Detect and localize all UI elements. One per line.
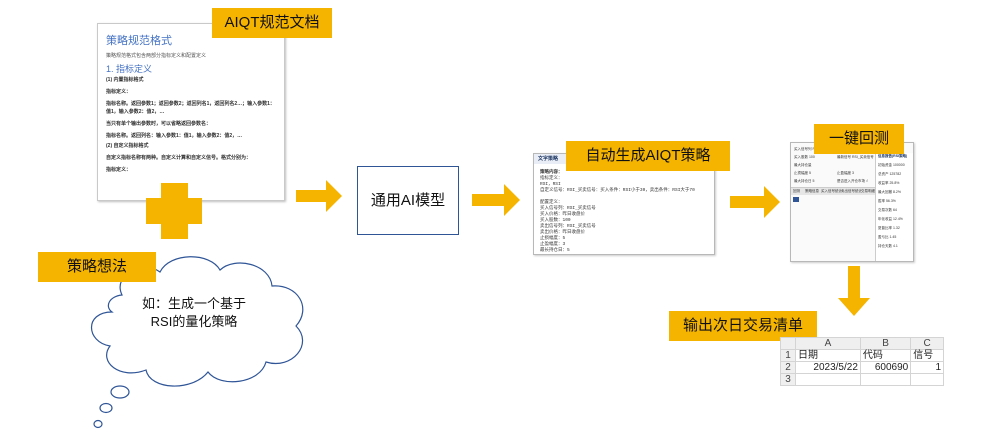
tab-strategy-info[interactable]: 策略信息 — [805, 189, 819, 193]
tab-buy-stats[interactable]: 买入信号统计 — [821, 189, 842, 193]
column-header[interactable]: B — [859, 337, 912, 350]
cell[interactable]: 日期 — [795, 349, 861, 362]
report-row: 夏普比率 1.32 — [878, 226, 900, 230]
doc-line: (1) 内置指标格式 — [106, 77, 144, 83]
doc-section-heading: 1. 指标定义 — [106, 64, 153, 74]
tag-strategy-idea: 策略想法 — [38, 252, 156, 282]
thought-cloud-icon — [90, 256, 304, 429]
cell[interactable]: 代码 — [859, 349, 912, 362]
strategy-line: 自定义信号：RSI_买卖信号：买入条件：RSI小于30，卖出条件：RSI大于70 — [540, 188, 695, 193]
strategy-line: 买入股数：100 — [540, 218, 571, 223]
down-arrow-icon — [838, 266, 870, 316]
cell[interactable] — [795, 373, 861, 386]
backtest-line: 止损幅度 5 — [794, 171, 811, 175]
strategy-line: 策略内容： — [540, 170, 563, 175]
backtest-tab-bar: 回测 策略信息 买入信号统计 卖出信号统计 交易明细 — [791, 187, 875, 195]
strategy-line: 配置定义： — [540, 200, 563, 205]
report-row: 盈亏比 1.45 — [878, 235, 897, 239]
tab-backtest[interactable]: 回测 — [793, 189, 800, 193]
run-button[interactable] — [793, 197, 799, 202]
spec-document-panel: 策略规范格式 策略规范格式包含两部分指标定义和配置定义 1. 指标定义 (1) … — [97, 23, 285, 201]
strategy-line: 止损幅度：5 — [540, 236, 566, 241]
trade-list-spreadsheet: A B C 1 日期 代码 信号 2 2023/5/22 600690 1 3 — [780, 337, 944, 386]
doc-line: (2) 自定义指标格式 — [106, 143, 149, 149]
cell[interactable] — [859, 373, 912, 386]
cell[interactable]: 信号 — [910, 349, 944, 362]
tag-one-click-backtest: 一键回测 — [814, 124, 904, 154]
tag-aiqt-doc: AIQT规范文档 — [212, 8, 332, 38]
backtest-panel: 买入信号列 RSI_买卖信号 买入股数 100 最大持仓量 止损幅度 5 最大持… — [790, 142, 914, 262]
right-arrow-icon — [730, 186, 780, 218]
doc-line: 指标定义： — [106, 167, 132, 173]
report-title: 信息报告(RSI策略) — [878, 154, 908, 158]
doc-line: 自定义指标名称有两种。自定义计算和自定义信号。格式分别为： — [106, 155, 252, 161]
doc-line: 指标名称。返回列名：输入参数1：值1，输入参数2：值2，… — [106, 133, 243, 139]
tab-sell-stats[interactable]: 卖出信号统计 — [841, 189, 862, 193]
strategy-line: 卖出价格：昨日收盘价 — [540, 230, 585, 235]
cloud-idea-text: 如：生成一个基于 RSI的量化策略 — [141, 296, 246, 329]
backtest-line: 止盈幅度 3 — [837, 171, 854, 175]
right-arrow-icon — [296, 180, 342, 212]
doc-line: 当只有单个输出参数时，可以省略返回参数名： — [106, 121, 212, 127]
plus-icon-bar — [146, 198, 202, 224]
report-row: 年化收益 12.4% — [878, 217, 903, 221]
strategy-line: 卖出信号列：RSI_买卖信号 — [540, 224, 596, 229]
right-arrow-icon — [472, 184, 520, 216]
row-number[interactable]: 3 — [780, 373, 796, 386]
strategy-line: 买入价格：昨日收盘价 — [540, 212, 585, 217]
report-row: 收益率 25.8% — [878, 181, 900, 185]
report-row: 初始资金 100000 — [878, 163, 905, 167]
backtest-line: 最大持仓量 — [794, 163, 812, 167]
tag-auto-generate: 自动生成AIQT策略 — [566, 141, 730, 171]
backtest-line: 最大持仓日 5 — [794, 179, 815, 183]
table-row: 2 2023/5/22 600690 1 — [780, 361, 944, 374]
report-row: 持仓天数 4.1 — [878, 244, 898, 248]
strategy-line: 指标定义： — [540, 176, 563, 181]
cell[interactable]: 600690 — [859, 361, 912, 374]
backtest-report: 信息报告(RSI策略) 初始资金 100000 总资产 125782 收益率 2… — [875, 153, 913, 261]
strategy-line: 买入信号列：RSI_买卖信号 — [540, 206, 596, 211]
general-ai-model-box: 通用AI模型 — [357, 166, 459, 235]
doc-subtitle: 策略规范格式包含两部分指标定义和配置定义 — [106, 53, 207, 59]
cell[interactable] — [910, 373, 944, 386]
tag-output-trade-list: 输出次日交易清单 — [669, 311, 817, 341]
backtest-line: 是否进入开仓市场 √ — [837, 179, 868, 183]
strategy-line: 止盈幅度：3 — [540, 242, 566, 247]
doc-line: 指标名称。返回参数1；返回参数2；返回列名1，返回列名2…；输入参数1：值1，输… — [106, 101, 275, 115]
tab-trade-detail[interactable]: 交易明细 — [861, 189, 875, 193]
backtest-line: 最新信号 RSI_买卖信号 — [837, 155, 874, 159]
corner-cell — [780, 337, 796, 350]
cell[interactable]: 1 — [910, 361, 944, 374]
strategy-line: 最长持仓日：5 — [540, 248, 570, 253]
strategy-line: RSI，RSI — [540, 182, 561, 187]
cell[interactable]: 2023/5/22 — [795, 361, 861, 374]
report-row: 最大回撤 8.2% — [878, 190, 901, 194]
table-row: 1 日期 代码 信号 — [780, 349, 944, 362]
column-header[interactable]: A — [795, 337, 861, 350]
column-header[interactable]: C — [910, 337, 944, 350]
row-number[interactable]: 1 — [780, 349, 796, 362]
table-row: 3 — [780, 373, 944, 386]
report-row: 总资产 125782 — [878, 172, 902, 176]
doc-title: 策略规范格式 — [106, 35, 172, 47]
report-row: 胜率 56.3% — [878, 199, 896, 203]
doc-line: 指标定义： — [106, 89, 132, 95]
backtest-line: 买入股数 100 — [794, 155, 815, 159]
report-row: 交易次数 64 — [878, 208, 897, 212]
row-number[interactable]: 2 — [780, 361, 796, 374]
